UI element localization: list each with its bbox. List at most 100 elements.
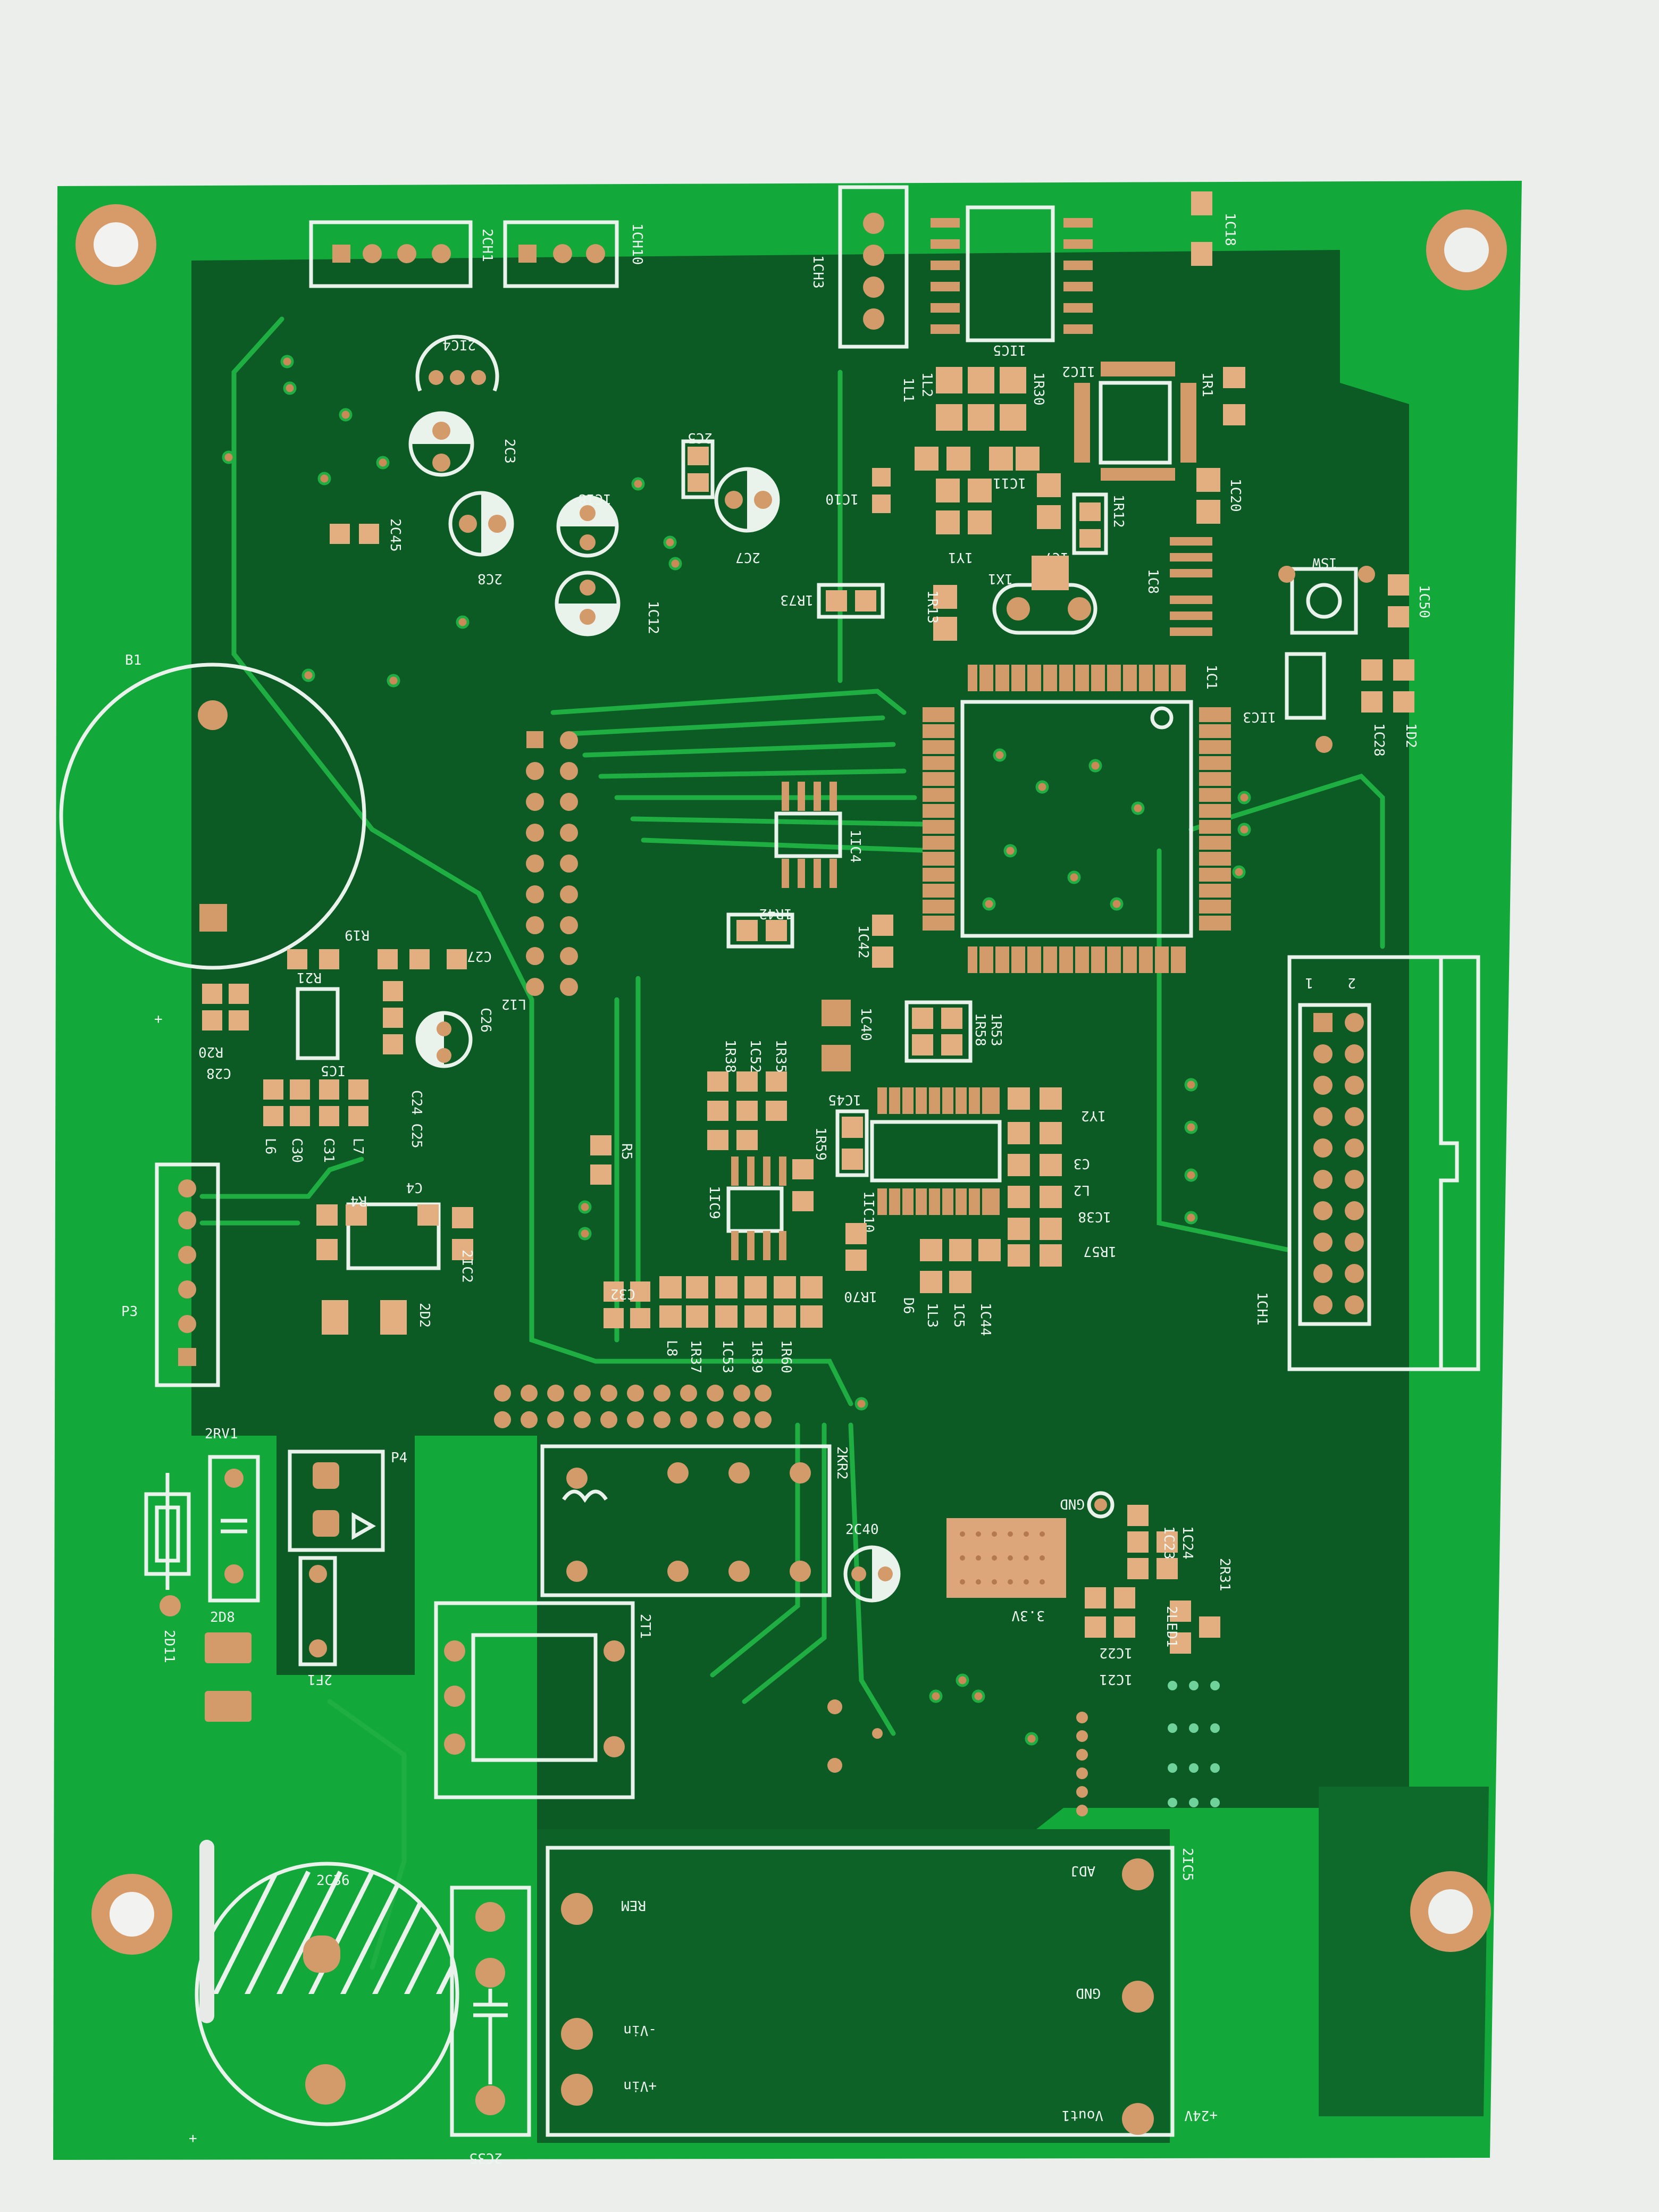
label-l6: L6 <box>262 1138 278 1154</box>
passives-led-cluster <box>1085 1505 1220 1654</box>
pad-1r73-a <box>826 590 847 611</box>
ic-1ic5-pins <box>931 218 1093 334</box>
connector-1ch10-outline <box>503 220 619 288</box>
label-1c5: 1C5 <box>951 1303 967 1328</box>
battery-b1-outline <box>59 663 366 970</box>
label-1c10: 1C10 <box>825 491 859 507</box>
pad-2c45-b <box>359 524 379 544</box>
pad-1r53-a <box>912 1034 933 1055</box>
resistor-1r73-outline <box>817 583 885 619</box>
label-1c52: 1C52 <box>747 1040 763 1073</box>
ic-1ic3-outline <box>1285 652 1326 720</box>
crystal-1x1-pad-b <box>1068 597 1091 621</box>
module-pad-vout <box>1122 2103 1154 2135</box>
varistor-2rv1-symbol <box>221 1519 247 1534</box>
pin-header-small <box>1076 1712 1088 1816</box>
ground-pour-right <box>1319 1787 1489 2116</box>
label-1r38: 1R38 <box>722 1040 738 1073</box>
pad-1c45-b <box>842 1149 863 1170</box>
ic-1ic9-pins <box>731 1157 786 1260</box>
label-1ch3: 1CH3 <box>810 255 826 289</box>
label-1l2: 1L2 <box>919 372 935 397</box>
label-2d11: 2D11 <box>161 1630 177 1663</box>
label-1r42: 1R42 <box>759 906 792 921</box>
label-2t1: 2T1 <box>637 1614 653 1639</box>
label-2c36: 2C36 <box>316 1873 350 1889</box>
connector-p4-pad-a <box>313 1462 339 1489</box>
label-1r35: 1R35 <box>773 1040 789 1073</box>
module-3v3-pad <box>946 1518 1066 1598</box>
passive-cluster-l1 <box>872 367 1040 534</box>
label-1c21: 1C21 <box>1099 1671 1133 1687</box>
module-pad-gnd <box>1122 1981 1154 2013</box>
connector-1ch1-key <box>1439 957 1459 1369</box>
label-l2: L2 <box>1074 1182 1090 1198</box>
label-l7: L7 <box>350 1138 366 1154</box>
label-1c1: 1C1 <box>1203 665 1219 690</box>
cap-2c3 <box>408 411 474 477</box>
label-1r53: 1R53 <box>988 1013 1004 1046</box>
battery-b1-pad-top <box>198 700 228 730</box>
label-r20: R20 <box>198 1044 223 1060</box>
mcu-pins-bottom <box>968 946 1186 973</box>
switch-1sw-pad-b <box>1358 566 1375 583</box>
passives-bottom-row <box>604 1276 823 1328</box>
label-plus-battery: + <box>154 1011 163 1027</box>
cap-2c35-outline <box>450 1886 531 2137</box>
relay-2kr2-pads <box>566 1462 811 1582</box>
label-24v: +24V <box>1184 2107 1218 2123</box>
switch-1sw-knob <box>1306 583 1342 619</box>
connector-p4-pad-b <box>313 1510 339 1537</box>
resistor-1r12-outline <box>1072 492 1108 555</box>
label-1r58: 1R58 <box>972 1013 988 1046</box>
varistor-2rv1-pad-a <box>224 1469 244 1488</box>
pad-2c45-a <box>330 524 350 544</box>
label-1l3: 1L3 <box>924 1303 940 1328</box>
ic-2ic4-pad-b <box>450 370 465 385</box>
ic-1ic2-pins <box>1074 362 1196 481</box>
label-ic5: IC5 <box>321 1062 346 1078</box>
relay-2kr2-coil <box>562 1489 608 1503</box>
pad-1r12-b <box>1079 529 1101 548</box>
pad-1c50-b <box>1388 606 1409 627</box>
connector-1ch1-outline <box>1287 955 1480 1371</box>
label-2c35: 2C35 <box>469 2150 502 2166</box>
label-1ic5: 1IC5 <box>993 342 1026 358</box>
label-1r37: 1R37 <box>688 1340 703 1373</box>
varistor-2rv1-pad-b <box>224 1564 244 1583</box>
passives-y2-cluster <box>920 1087 1062 1293</box>
label-2f1: 2F1 <box>307 1671 332 1687</box>
label-1r1: 1R1 <box>1199 372 1215 397</box>
testpad-b <box>827 1758 842 1773</box>
via-grid <box>1168 1681 1220 1807</box>
pad-1d2-b <box>1393 691 1414 713</box>
label-2rv1: 2RV1 <box>205 1426 238 1442</box>
label-1ic3: 1IC3 <box>1243 709 1276 725</box>
mcu-pin1-marker <box>1150 706 1174 730</box>
ic-1ic5-outline <box>966 205 1055 342</box>
cap-2c35-pad-c <box>475 2085 505 2115</box>
connector-1ch3-outline <box>838 185 909 349</box>
label-2c7: 2C7 <box>735 549 760 565</box>
pad-1d2-a <box>1393 659 1414 681</box>
cap-c26 <box>415 1011 473 1068</box>
transformer-2t1-pads <box>444 1640 625 1757</box>
label-r5: R5 <box>618 1143 634 1160</box>
label-1c40: 1C40 <box>858 1008 874 1041</box>
pad-1c40-a <box>822 1000 851 1026</box>
label-1sw: 1SW <box>1312 555 1337 571</box>
testpad-c <box>872 1728 883 1739</box>
passives-r38-cluster <box>707 1071 814 1211</box>
module-pad-vin-minus <box>561 2018 593 2050</box>
cap-1c18-pad-b <box>1191 242 1212 266</box>
ground-pour-bottom <box>537 1829 1170 2143</box>
label-2ic2: 2IC2 <box>459 1250 475 1283</box>
label-vin-plus: +Vin <box>623 2078 657 2094</box>
label-1c22: 1C22 <box>1099 1645 1133 1661</box>
label-2c3: 2C3 <box>501 439 517 464</box>
pad-1r58-a <box>912 1008 933 1029</box>
transformer-2t1-inner <box>471 1633 598 1762</box>
ic-ic5-outline <box>296 987 340 1060</box>
diode-2d2-pad-b <box>380 1300 407 1335</box>
mounting-holes <box>76 204 1507 1955</box>
